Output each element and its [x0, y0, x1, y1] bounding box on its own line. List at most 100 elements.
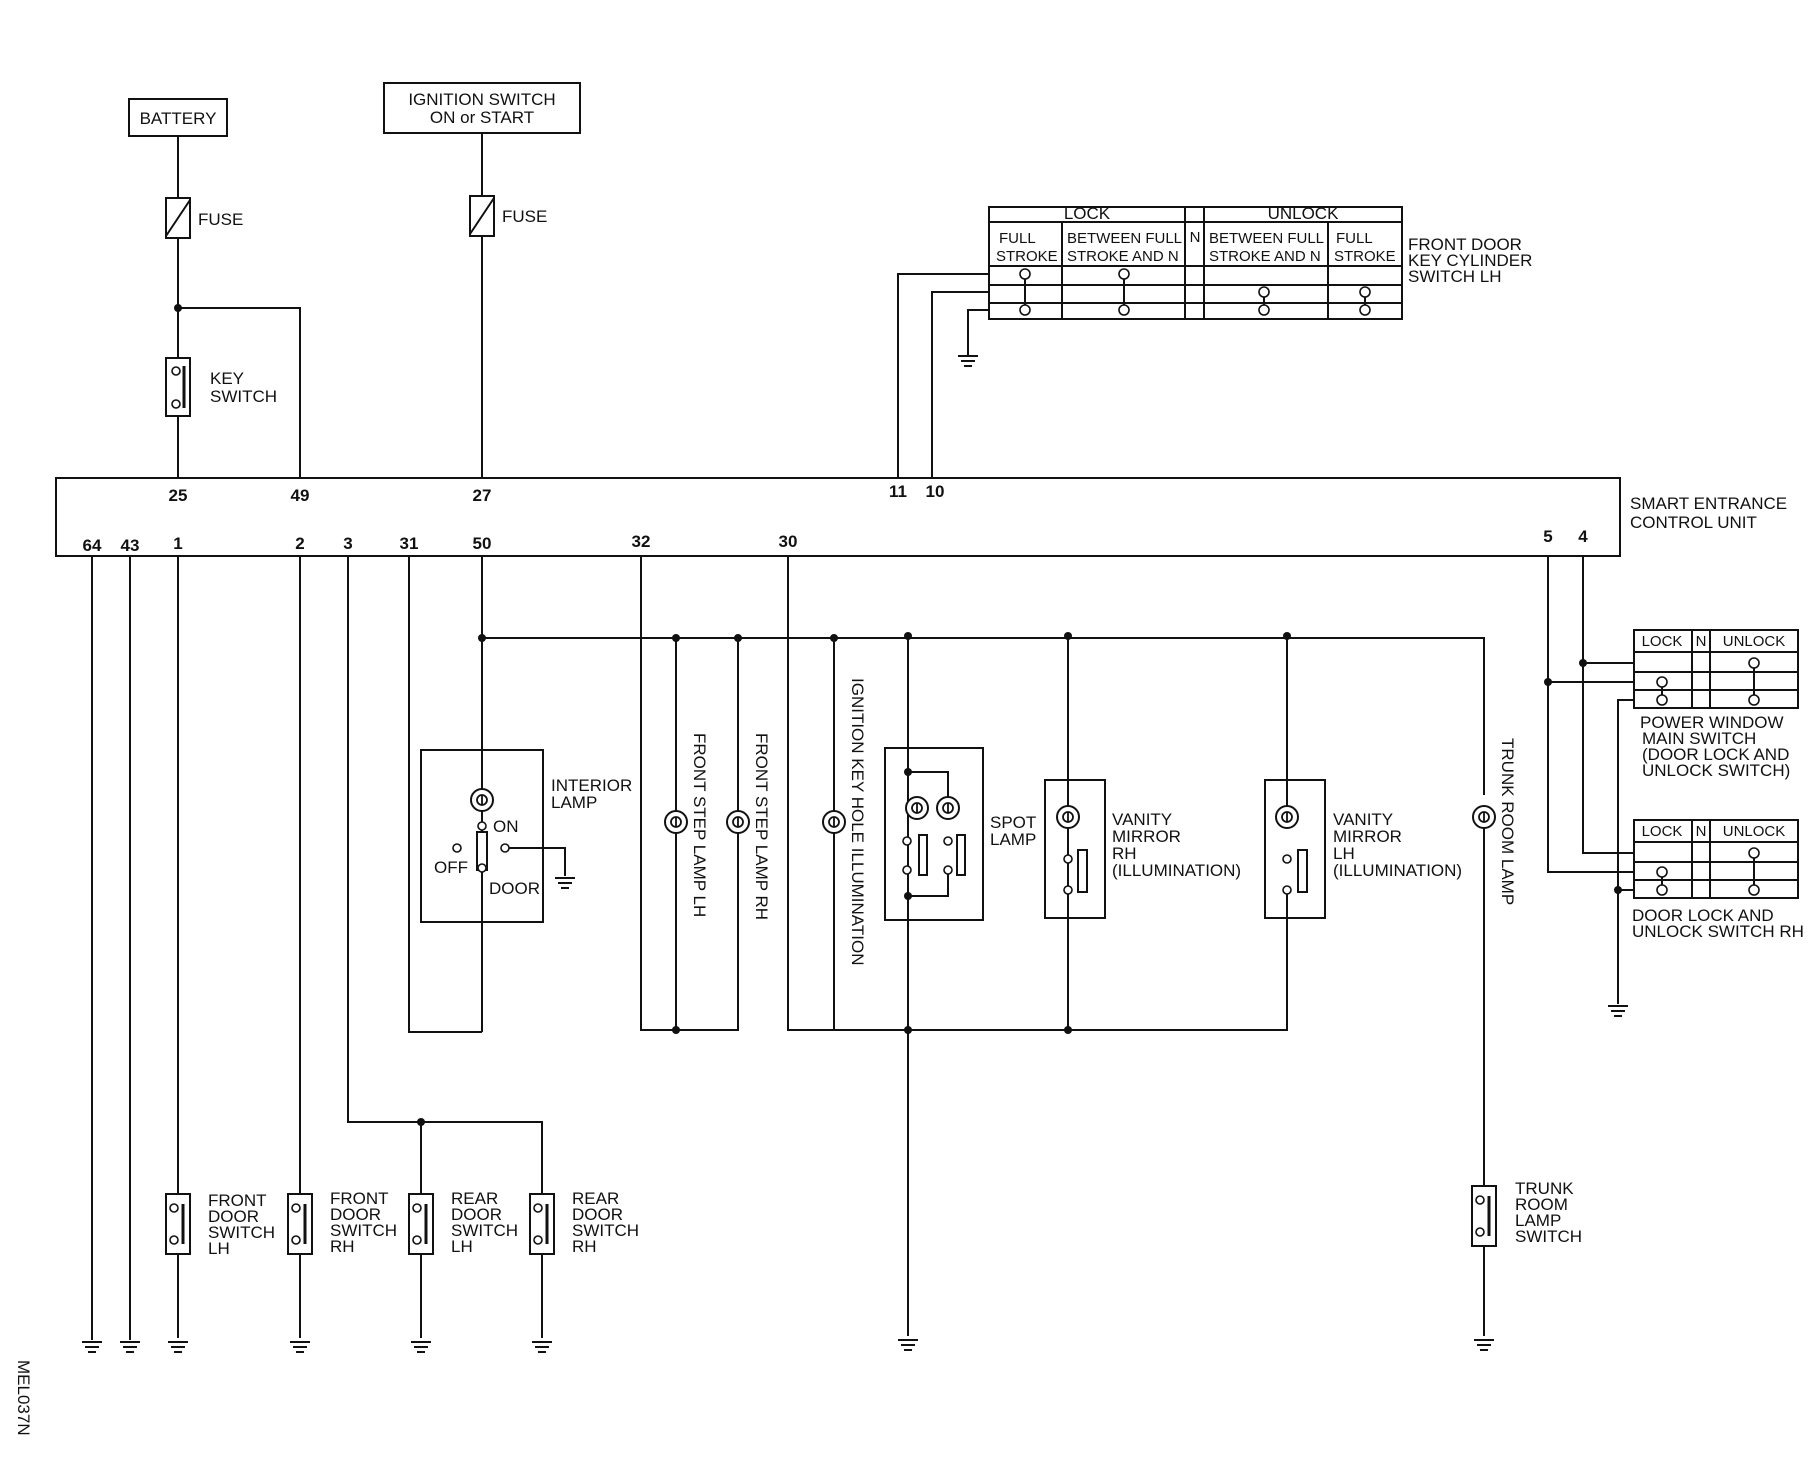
kc-unlock: UNLOCK	[1268, 204, 1340, 223]
spot-lamp-box	[884, 747, 984, 921]
pw-label-1: POWER WINDOW	[1640, 713, 1784, 732]
vanity-lh-label-4: (ILLUMINATION)	[1333, 861, 1462, 880]
interior-lamp-bulb	[470, 788, 494, 812]
pw-lock: LOCK	[1642, 633, 1683, 650]
trunk-room-lamp-switch	[1470, 1184, 1498, 1248]
pw-n: N	[1696, 633, 1707, 650]
front-door-switch-lh	[164, 1192, 192, 1256]
ignition-label-2: ON or START	[430, 108, 534, 127]
fuse-ignition-label: FUSE	[502, 207, 547, 226]
kc-strokeandn-2: STROKE AND N	[1209, 248, 1321, 265]
rds-lh-3: SWITCH	[451, 1221, 518, 1240]
trunk-sw-1: TRUNK	[1515, 1179, 1574, 1198]
dl-lock: LOCK	[1642, 823, 1683, 840]
pin-1: 1	[173, 534, 182, 553]
key-switch-label-1: KEY	[210, 369, 244, 388]
pin-31: 31	[400, 534, 419, 553]
front-step-lamp-rh	[726, 810, 750, 834]
fds-rh-4: RH	[330, 1237, 355, 1256]
trunk-room-lamp-label: TRUNK ROOM LAMP	[1498, 738, 1517, 905]
dl-n: N	[1696, 823, 1707, 840]
ignition-label-1: IGNITION SWITCH	[408, 90, 555, 109]
pin-5: 5	[1543, 527, 1552, 546]
vanity-rh-label-1: VANITY	[1112, 810, 1172, 829]
pw-label-2: MAIN SWITCH	[1642, 729, 1756, 748]
vanity-mirror-rh-bulb	[1056, 805, 1080, 829]
key-cylinder-switch-table	[988, 206, 1403, 320]
pin-64: 64	[83, 536, 102, 555]
ignition-switch-box	[383, 82, 581, 134]
door-lock-switch-table	[1633, 819, 1799, 899]
control-unit-label-1: SMART ENTRANCE	[1630, 494, 1787, 513]
kc-between-1: BETWEEN FULL	[1067, 230, 1182, 247]
kc-between-2: BETWEEN FULL	[1209, 230, 1324, 247]
pin-49: 49	[291, 486, 310, 505]
pin-25: 25	[169, 486, 188, 505]
kc-strokeandn-1: STROKE AND N	[1067, 248, 1179, 265]
vanity-rh-label-4: (ILLUMINATION)	[1112, 861, 1241, 880]
kc-full-1: FULL	[999, 230, 1036, 247]
fuse-ignition	[469, 195, 495, 237]
control-unit-label-2: CONTROL UNIT	[1630, 513, 1757, 532]
key-cyl-label-2: KEY CYLINDER	[1408, 251, 1532, 270]
kc-stroke-1: STROKE	[996, 248, 1058, 265]
pin-30: 30	[779, 532, 798, 551]
interior-lamp-box	[420, 749, 544, 923]
dl-label-2: UNLOCK SWITCH RH	[1632, 922, 1804, 941]
trunk-sw-2: ROOM	[1515, 1195, 1568, 1214]
pw-unlock: UNLOCK	[1723, 633, 1786, 650]
battery-label: BATTERY	[140, 109, 217, 128]
pw-label-4: UNLOCK SWITCH)	[1642, 761, 1790, 780]
fds-lh-2: DOOR	[208, 1207, 259, 1226]
vanity-lh-label-1: VANITY	[1333, 810, 1393, 829]
rds-rh-4: RH	[572, 1237, 597, 1256]
fds-lh-4: LH	[208, 1239, 230, 1258]
trunk-sw-4: SWITCH	[1515, 1227, 1582, 1246]
fds-rh-1: FRONT	[330, 1189, 389, 1208]
rds-rh-1: REAR	[572, 1189, 619, 1208]
vanity-rh-label-3: RH	[1112, 844, 1137, 863]
spot-lamp-label-1: SPOT	[990, 813, 1036, 832]
kc-n: N	[1190, 229, 1201, 246]
dl-unlock: UNLOCK	[1723, 823, 1786, 840]
pin-50: 50	[473, 534, 492, 553]
front-step-rh-label: FRONT STEP LAMP RH	[752, 733, 771, 920]
rds-rh-3: SWITCH	[572, 1221, 639, 1240]
key-switch	[165, 357, 191, 417]
vanity-lh-label-3: LH	[1333, 844, 1355, 863]
fuse-battery-label: FUSE	[198, 210, 243, 229]
pw-label-3: (DOOR LOCK AND	[1642, 745, 1789, 764]
kc-lock: LOCK	[1064, 204, 1111, 223]
interior-lamp-label-1: INTERIOR	[551, 776, 632, 795]
trunk-room-lamp-bulb	[1472, 805, 1496, 829]
switch-door-label: DOOR	[489, 879, 540, 898]
vanity-mirror-rh-box	[1044, 779, 1106, 919]
vanity-rh-label-2: MIRROR	[1112, 827, 1181, 846]
pin-32: 32	[632, 532, 651, 551]
rds-lh-1: REAR	[451, 1189, 498, 1208]
pin-27: 27	[473, 486, 492, 505]
ignition-key-hole-lamp	[822, 810, 846, 834]
pin-11: 11	[889, 482, 907, 501]
key-cyl-label-1: FRONT DOOR	[1408, 235, 1522, 254]
front-door-switch-rh	[286, 1192, 314, 1256]
pin-3: 3	[343, 534, 352, 553]
rds-lh-4: LH	[451, 1237, 473, 1256]
key-cyl-label-3: SWITCH LH	[1408, 267, 1502, 286]
kc-stroke-2: STROKE	[1334, 248, 1396, 265]
front-step-lh-label: FRONT STEP LAMP LH	[690, 733, 709, 917]
vanity-mirror-lh-bulb	[1275, 805, 1299, 829]
pin-43: 43	[121, 536, 140, 555]
kc-full-2: FULL	[1336, 230, 1373, 247]
battery-box	[128, 98, 228, 137]
fds-lh-1: FRONT	[208, 1191, 267, 1210]
rds-rh-2: DOOR	[572, 1205, 623, 1224]
rear-door-switch-lh	[407, 1192, 435, 1256]
trunk-sw-3: LAMP	[1515, 1211, 1561, 1230]
fds-rh-3: SWITCH	[330, 1221, 397, 1240]
fds-lh-3: SWITCH	[208, 1223, 275, 1242]
interior-lamp-label-2: LAMP	[551, 793, 597, 812]
pin-10: 10	[926, 482, 945, 501]
rear-door-switch-rh	[528, 1192, 556, 1256]
